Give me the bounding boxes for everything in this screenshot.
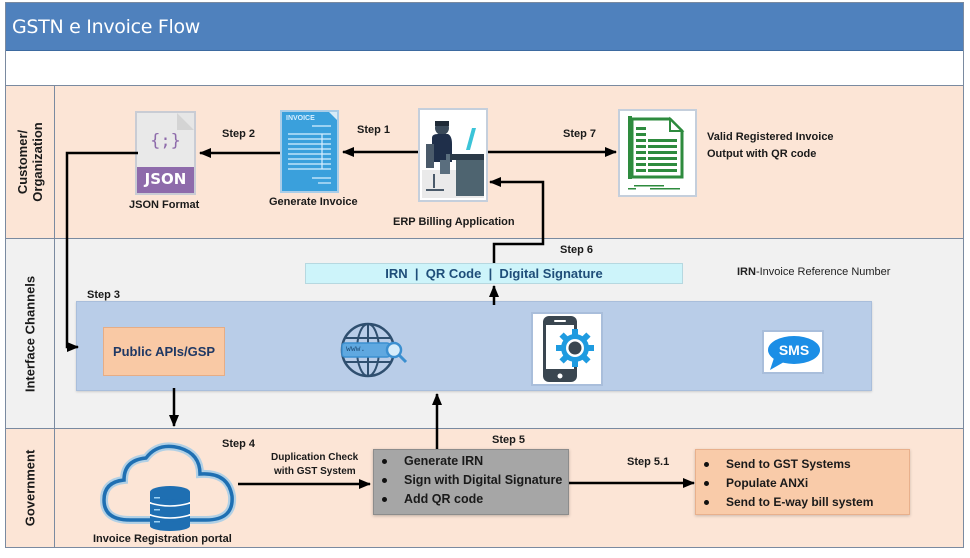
list-item: Send to E-way bill system bbox=[696, 493, 909, 512]
output-label-line2: Output with QR code bbox=[707, 148, 817, 160]
diagram-title: GSTN e Invoice Flow bbox=[12, 16, 201, 38]
irn-generation-steps-box: Generate IRN Sign with Digital Signature… bbox=[373, 449, 569, 515]
list-item-text: Add QR code bbox=[404, 492, 484, 506]
step-5-label: Step 5 bbox=[492, 434, 526, 446]
list-item-text: Sign with Digital Signature bbox=[404, 473, 563, 487]
list-item-text: Send to E-way bill system bbox=[726, 495, 874, 509]
step-7-label: Step 7 bbox=[563, 128, 597, 140]
web-portal-globe-icon: www. bbox=[338, 318, 410, 382]
list-item: Populate ANXi bbox=[696, 474, 909, 493]
list-item: Generate IRN bbox=[374, 452, 568, 471]
list-item-text: Populate ANXi bbox=[726, 476, 809, 490]
downstream-systems-list: Send to GST Systems Populate ANXi Send t… bbox=[696, 455, 909, 512]
mobile-app-settings-icon bbox=[531, 312, 603, 386]
sms-icon: SMS bbox=[762, 330, 824, 374]
web-icon-text: www. bbox=[346, 344, 366, 353]
bullet-icon bbox=[382, 497, 387, 502]
lane-label-interface: Interface Channels bbox=[22, 275, 38, 392]
bullet-icon bbox=[382, 459, 387, 464]
header-spacer bbox=[6, 51, 963, 86]
list-item-text: Generate IRN bbox=[404, 454, 484, 468]
duplication-check-label-line1: Duplication Check bbox=[271, 452, 359, 463]
sms-icon-text: SMS bbox=[778, 342, 810, 358]
irn-definition-note: IRN-Invoice Reference Number bbox=[737, 266, 890, 278]
bullet-icon bbox=[382, 478, 387, 483]
title-bar: GSTN e Invoice Flow bbox=[6, 3, 963, 51]
list-item: Sign with Digital Signature bbox=[374, 471, 568, 490]
lane-header-interface: Interface Channels bbox=[6, 239, 55, 428]
erp-billing-application-label: ERP Billing Application bbox=[393, 216, 515, 228]
output-label-line1: Valid Registered Invoice bbox=[707, 131, 834, 143]
invoice-registration-portal-label: Invoice Registration portal bbox=[93, 533, 232, 545]
list-item: Add QR code bbox=[374, 490, 568, 509]
json-icon-text: JSON bbox=[144, 170, 187, 188]
json-format-label: JSON Format bbox=[129, 199, 200, 211]
lane-label-customer: Customer/ Organization bbox=[15, 122, 45, 201]
json-file-icon: {;} JSON bbox=[135, 111, 196, 195]
step-5-1-label: Step 5.1 bbox=[627, 456, 670, 468]
lane-label-customer-line2: Organization bbox=[30, 122, 45, 202]
step-4-label: Step 4 bbox=[222, 438, 256, 450]
lane-header-government: Government bbox=[6, 429, 55, 547]
invoice-icon-text: INVOICE bbox=[286, 115, 315, 122]
irn-note-definition: -Invoice Reference Number bbox=[755, 266, 891, 278]
irn-note-abbrev: IRN bbox=[737, 266, 756, 278]
invoice-registration-cloud-database-icon bbox=[99, 440, 240, 535]
bullet-icon bbox=[704, 481, 709, 486]
lane-label-customer-line1: Customer/ bbox=[15, 129, 30, 195]
lane-label-government: Government bbox=[22, 449, 38, 527]
list-item: Send to GST Systems bbox=[696, 455, 909, 474]
list-item-text: Send to GST Systems bbox=[726, 457, 851, 471]
bullet-icon bbox=[704, 462, 709, 467]
step-3-label: Step 3 bbox=[87, 289, 121, 301]
downstream-systems-box: Send to GST Systems Populate ANXi Send t… bbox=[695, 449, 910, 515]
step-1-label: Step 1 bbox=[357, 124, 391, 136]
irn-qr-signature-bar: IRN | QR Code | Digital Signature bbox=[305, 263, 683, 284]
erp-billing-application-icon bbox=[418, 108, 488, 202]
invoice-document-icon: INVOICE bbox=[280, 110, 339, 193]
bullet-icon bbox=[704, 500, 709, 505]
generate-invoice-label: Generate Invoice bbox=[269, 196, 358, 208]
irn-generation-steps-list: Generate IRN Sign with Digital Signature… bbox=[374, 452, 568, 509]
step-2-label: Step 2 bbox=[222, 128, 256, 140]
duplication-check-label-line2: with GST System bbox=[274, 466, 356, 477]
registered-invoice-output-icon bbox=[618, 109, 697, 197]
lane-header-customer: Customer/ Organization bbox=[6, 86, 55, 238]
json-braces-glyph: {;} bbox=[150, 131, 181, 151]
step-6-label: Step 6 bbox=[560, 244, 594, 256]
public-apis-gsp-box: Public APIs/GSP bbox=[103, 327, 225, 376]
